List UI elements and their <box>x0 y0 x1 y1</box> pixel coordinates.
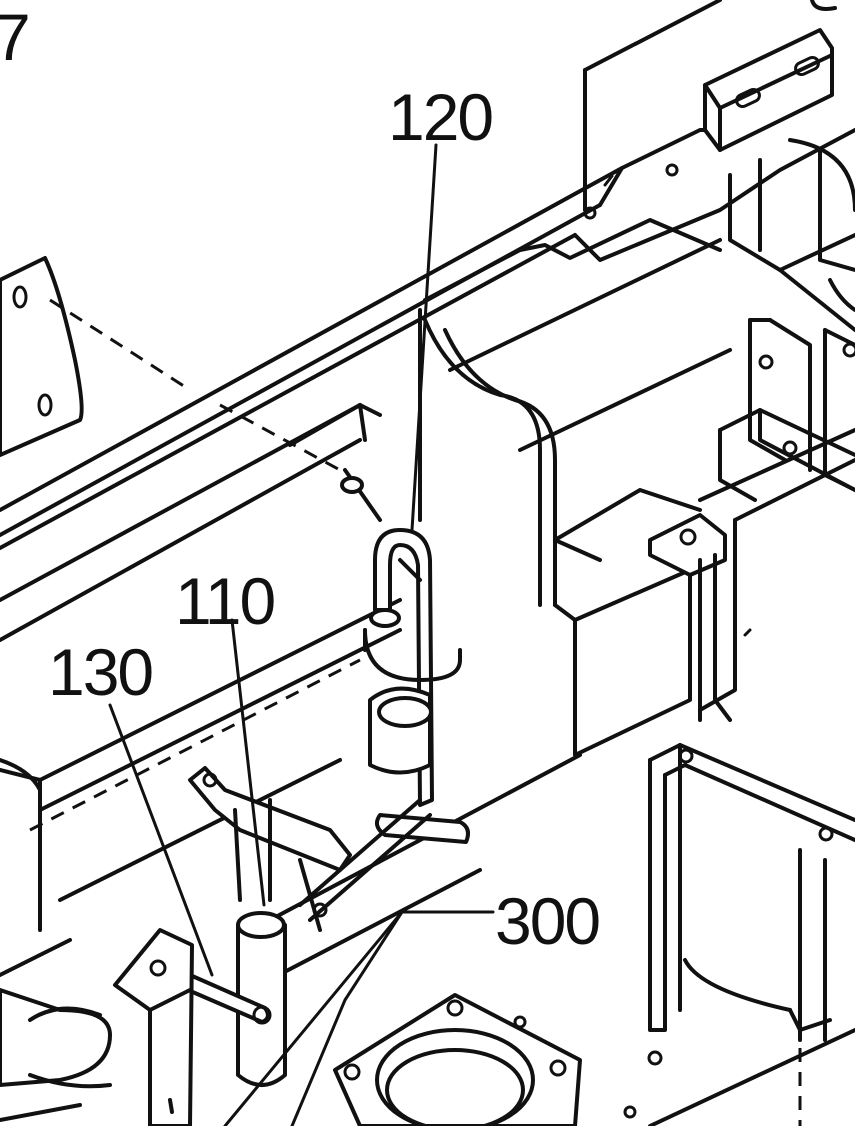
callout-110: 110 <box>175 564 275 638</box>
leader-300 <box>290 910 495 1126</box>
mounting-bracket-top <box>583 0 837 220</box>
left-plate <box>0 256 341 472</box>
leader-110 <box>230 618 266 907</box>
center-box <box>553 513 732 757</box>
right-lower-box <box>698 428 855 712</box>
channel-bracket <box>623 743 855 1126</box>
leader-130 <box>108 703 214 977</box>
left-bottom-bracket <box>0 928 194 1126</box>
leader-120 <box>410 143 438 532</box>
figure-number-fragment: 7 <box>0 0 29 74</box>
pin-handle <box>186 973 272 1025</box>
frame-rod <box>188 766 352 932</box>
callout-120: 120 <box>388 80 492 154</box>
leader-lines <box>108 143 495 1126</box>
top-rail <box>0 128 855 602</box>
right-frame-structure <box>718 138 855 502</box>
callout-130: 130 <box>48 635 152 709</box>
square-flange <box>333 993 582 1126</box>
callout-300: 300 <box>495 884 599 958</box>
u-rod-assembly <box>298 468 470 922</box>
